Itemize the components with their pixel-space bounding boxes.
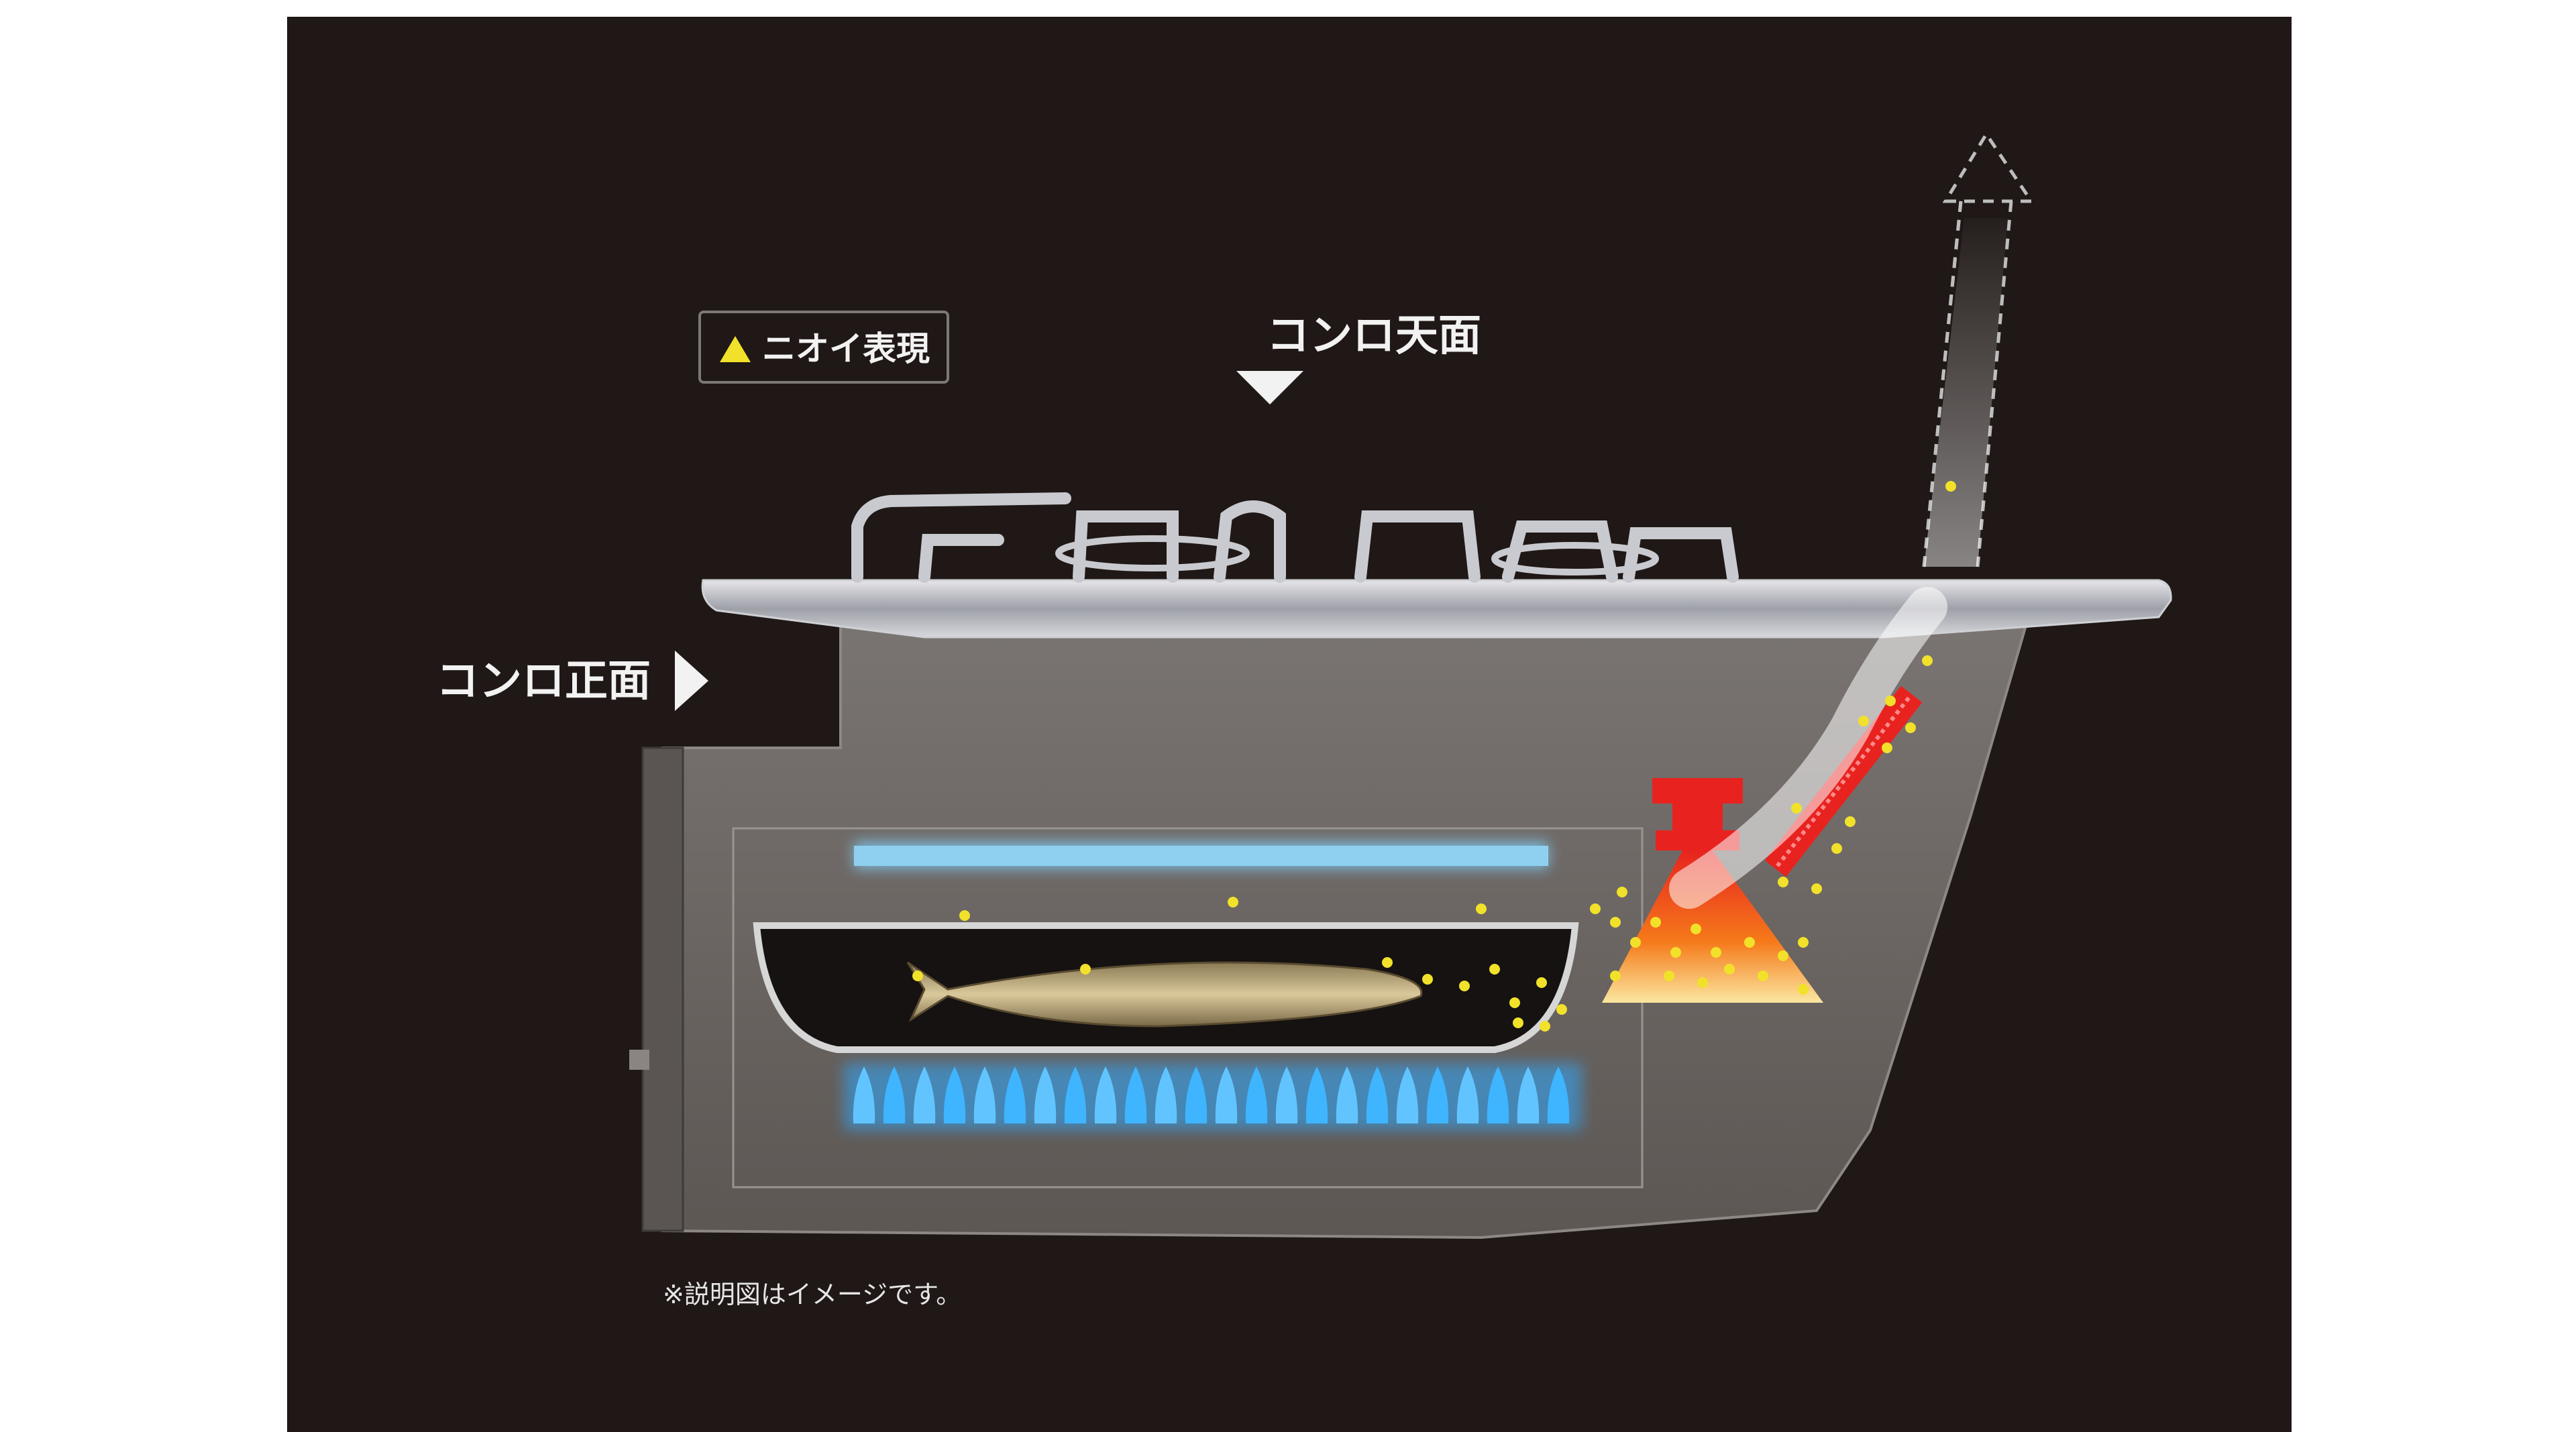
fish	[906, 961, 1423, 1028]
flame	[1487, 1066, 1509, 1123]
odor-particle	[1382, 957, 1393, 968]
top-face-label: コンロ天面	[1267, 311, 1481, 361]
odor-particle	[1489, 964, 1500, 975]
odor-particle	[1905, 722, 1916, 733]
odor-particle	[1556, 1004, 1567, 1015]
flame	[973, 1066, 996, 1123]
odor-particle	[1831, 843, 1842, 854]
flame	[1456, 1066, 1479, 1123]
flame	[1305, 1066, 1328, 1123]
odor-particle	[1617, 887, 1627, 897]
flame	[1155, 1066, 1177, 1123]
grill-cross-section-diagram: ニオイ表現 コンロ天面 コンロ正面	[436, 131, 2172, 1309]
odor-particle	[1630, 937, 1641, 948]
cooktop-top-plate	[701, 579, 2172, 639]
odor-particle	[1758, 971, 1768, 981]
odor-triangle-icon	[720, 336, 751, 362]
odor-particle	[959, 910, 970, 921]
odor-particle	[1690, 924, 1701, 934]
odor-particle	[1509, 997, 1520, 1008]
odor-particle	[1080, 964, 1091, 975]
burner-grates	[851, 492, 1739, 583]
odor-particle	[1610, 971, 1621, 981]
odor-particle	[1791, 803, 1802, 814]
odor-particle	[1711, 947, 1721, 958]
flame	[1396, 1066, 1419, 1123]
odor-particle	[1610, 917, 1621, 928]
flame	[1336, 1066, 1358, 1123]
odor-particle	[1798, 937, 1809, 948]
flame	[1547, 1066, 1570, 1123]
odor-particle	[1945, 481, 1956, 492]
exhaust-smoke	[1924, 218, 2008, 567]
odor-particle	[1422, 974, 1433, 985]
odor-particle	[1513, 1017, 1523, 1028]
flame	[1517, 1066, 1540, 1123]
footnote: ※説明図はイメージです。	[663, 1280, 961, 1309]
legend-box	[698, 311, 949, 384]
odor-particle	[1650, 917, 1661, 928]
odor-particle	[1536, 977, 1547, 988]
odor-particle	[1476, 903, 1487, 914]
odor-particle	[912, 971, 923, 981]
flame	[853, 1066, 875, 1123]
right-arrow-icon	[675, 651, 708, 711]
odor-particle	[1882, 742, 1892, 753]
odor-particle	[1798, 984, 1809, 995]
burner-flames	[844, 1063, 1582, 1130]
odor-particle	[1228, 897, 1238, 907]
odor-particle	[1744, 937, 1755, 948]
red-filter-plate	[1764, 685, 1923, 877]
flame	[1426, 1066, 1449, 1123]
flame	[1094, 1066, 1117, 1123]
odor-particle	[1697, 977, 1708, 988]
flame	[913, 1066, 936, 1123]
front-face-label: コンロ正面	[436, 656, 651, 706]
odor-particle	[1459, 981, 1470, 991]
flame	[1185, 1066, 1208, 1123]
legend-label: ニオイ表現	[762, 329, 930, 368]
front-panel	[641, 747, 684, 1232]
diagram-panel: ニオイ表現 コンロ天面 コンロ正面	[287, 17, 2292, 1432]
flame	[1064, 1066, 1087, 1123]
flame	[943, 1066, 966, 1123]
odor-particles	[912, 481, 1956, 1032]
flame	[883, 1066, 906, 1123]
flame	[1004, 1066, 1026, 1123]
catalyst-unit	[1602, 778, 1823, 1003]
grill-chamber	[732, 827, 1644, 1189]
flame	[1275, 1066, 1298, 1123]
odor-particle	[1590, 903, 1601, 914]
flame	[1124, 1066, 1147, 1123]
catalyst-cone	[1602, 850, 1823, 1003]
odor-particle	[1664, 971, 1674, 981]
odor-legend: ニオイ表現	[698, 311, 949, 384]
odor-particle	[1922, 655, 1933, 666]
odor-particle	[1670, 947, 1681, 958]
flame	[1366, 1066, 1389, 1123]
odor-particle	[1778, 950, 1788, 961]
exhaust-arrow-head-icon	[1942, 131, 2035, 203]
down-arrow-icon	[1236, 371, 1303, 404]
odor-particle	[1845, 816, 1856, 827]
odor-particle	[1724, 964, 1735, 975]
odor-particle	[1540, 1021, 1550, 1032]
flame	[1215, 1066, 1238, 1123]
odor-particle	[1885, 696, 1896, 706]
flame	[1034, 1066, 1057, 1123]
odor-particle	[1811, 883, 1822, 894]
odor-particle	[1858, 716, 1869, 726]
smoke-path	[1669, 587, 1947, 909]
flame	[1245, 1066, 1268, 1123]
odor-particle	[1778, 877, 1788, 887]
upper-heater	[854, 846, 1548, 866]
